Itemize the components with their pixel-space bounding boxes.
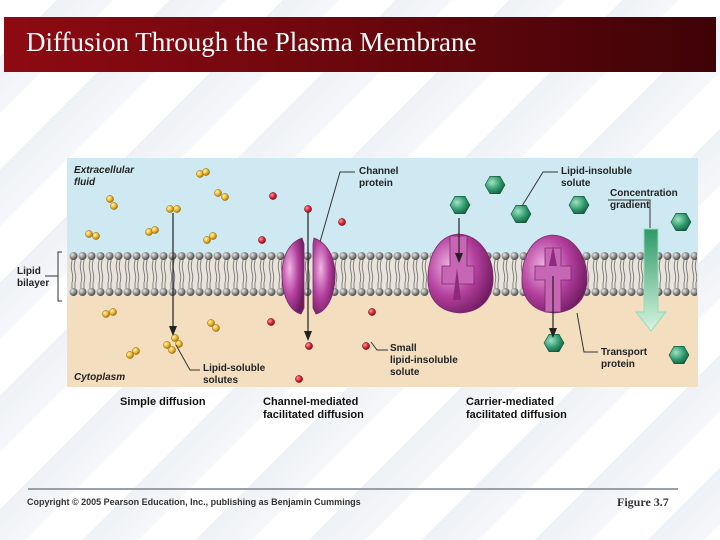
label-lipid-insoluble-1: Lipid-insoluble — [561, 166, 633, 177]
label-concentration-2: gradient — [610, 200, 650, 211]
cytoplasm-region — [67, 292, 698, 387]
label-small-2: lipid-insoluble — [390, 355, 458, 366]
label-extracellular-2: fluid — [74, 177, 96, 188]
label-channel-protein-2: protein — [359, 178, 393, 189]
label-small-3: solute — [390, 367, 420, 378]
copyright-text: Copyright © 2005 Pearson Education, Inc.… — [27, 497, 361, 507]
footer-rule — [28, 488, 678, 490]
label-lipid-1: Lipid — [17, 266, 41, 277]
leader-lines — [175, 171, 651, 371]
label-lipid-2: bilayer — [17, 278, 49, 289]
caption-channel-1: Channel-mediated — [263, 396, 358, 408]
label-cytoplasm: Cytoplasm — [74, 372, 125, 383]
label-transport-2: protein — [601, 359, 635, 370]
channel-protein — [281, 237, 336, 315]
caption-channel-2: facilitated diffusion — [263, 409, 364, 421]
figure-number: Figure 3.7 — [617, 495, 669, 509]
lipid-soluble-solutes — [85, 168, 229, 359]
caption-simple-diffusion: Simple diffusion — [120, 396, 206, 408]
caption-carrier-2: facilitated diffusion — [466, 409, 567, 421]
lipid-bilayer — [69, 251, 697, 297]
diffusion-arrows — [169, 212, 557, 341]
concentration-gradient-arrow — [634, 228, 668, 332]
label-lipid-insoluble-2: solute — [561, 178, 591, 189]
bilayer-bracket — [57, 251, 62, 302]
label-channel-protein-1: Channel — [359, 166, 399, 177]
small-lipid-insoluble-solutes — [258, 192, 376, 383]
caption-carrier-1: Carrier-mediated — [466, 396, 554, 408]
title-bar: Diffusion Through the Plasma Membrane — [4, 17, 716, 72]
slide-title: Diffusion Through the Plasma Membrane — [26, 27, 477, 57]
label-extracellular-1: Extracellular — [74, 165, 135, 176]
label-transport-1: Transport — [601, 347, 648, 358]
lipid-insoluble-solutes — [449, 176, 692, 365]
label-concentration-1: Concentration — [610, 188, 678, 199]
label-small-1: Small — [390, 343, 417, 354]
label-lipid-soluble-2: solutes — [203, 375, 238, 386]
label-lipid-soluble-1: Lipid-soluble — [203, 363, 266, 374]
